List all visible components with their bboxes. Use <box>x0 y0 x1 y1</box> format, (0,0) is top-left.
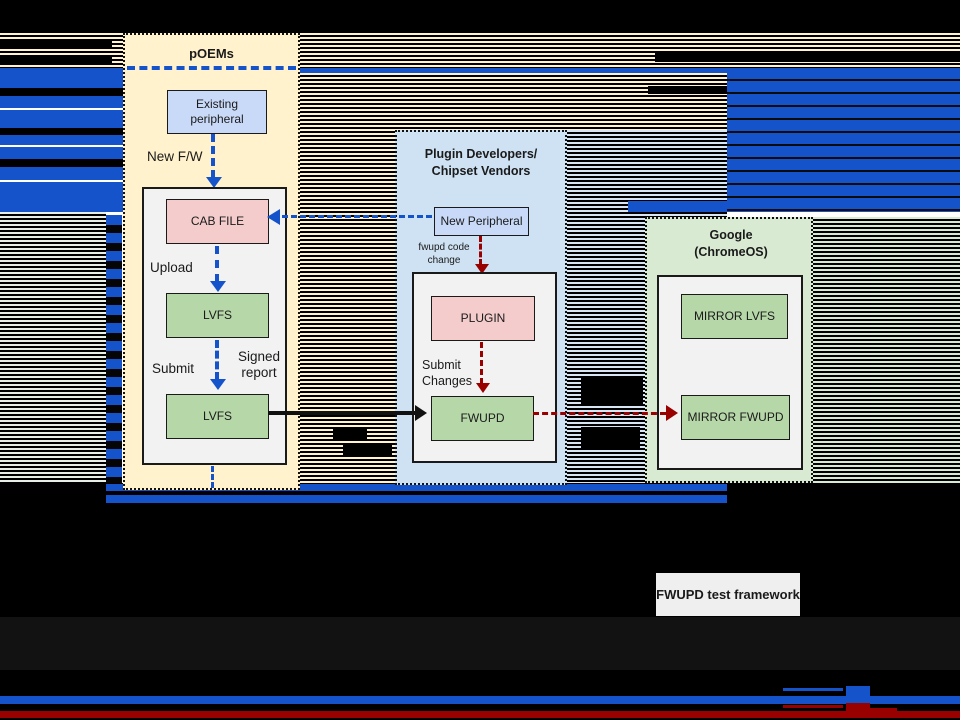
white-line <box>0 180 123 182</box>
red-square <box>846 703 870 716</box>
node-label: MIRROR LVFS <box>693 309 776 323</box>
redaction-bar <box>343 444 392 456</box>
arrow-down-icon <box>476 383 490 393</box>
blue-bar-bottom <box>0 696 960 704</box>
arrow-down-icon <box>206 177 222 188</box>
node-existing-peripheral: Existing peripheral <box>167 90 267 134</box>
node-mirror-lvfs: MIRROR LVFS <box>681 294 788 339</box>
node-lvfs-2: LVFS <box>166 394 269 439</box>
blue-column-left <box>0 73 123 212</box>
blue-line-full <box>0 68 960 73</box>
node-label: MIRROR FWUPD <box>687 410 784 424</box>
node-label: Existing peripheral <box>190 97 244 126</box>
red-bar-bottom <box>0 711 960 718</box>
node-lvfs-1: LVFS <box>166 293 269 338</box>
submit-changes-label: Submit Changes <box>422 358 473 389</box>
redaction-bar <box>333 427 367 440</box>
redaction-bar <box>581 427 640 448</box>
glitch-stripes-mid-cream <box>300 133 395 483</box>
dark-band <box>0 617 960 670</box>
plugin-panel: Plugin Developers/ Chipset Vendors New P… <box>395 130 567 485</box>
node-label: New Peripheral <box>440 214 523 228</box>
black-band-top <box>0 0 960 33</box>
arrow-line-fwupd-to-mirror <box>533 412 666 415</box>
blue-dashed-divider <box>127 66 296 70</box>
black-bar <box>0 128 123 135</box>
node-new-peripheral: New Peripheral <box>434 207 529 236</box>
arrow-right-icon <box>666 405 678 421</box>
blue-line-small <box>783 688 843 691</box>
poems-inner-box: CAB FILE Upload LVFS Submit Signed repor… <box>142 187 287 465</box>
blue-column-right <box>727 68 960 212</box>
node-label: PLUGIN <box>460 311 506 325</box>
arrow-line <box>211 134 215 178</box>
blue-bar <box>628 201 727 212</box>
blue-dashed-strip <box>106 215 122 490</box>
black-bar <box>0 159 123 167</box>
redaction-bar <box>0 57 112 65</box>
node-label: FWUPD <box>460 411 505 425</box>
node-label: LVFS <box>202 308 233 322</box>
arrow-down-icon <box>210 379 226 390</box>
arrow-right-icon <box>415 405 427 421</box>
redaction-bar <box>581 378 643 406</box>
arrow-down-icon <box>475 264 489 274</box>
white-line <box>0 108 123 110</box>
black-band-bottom <box>0 483 960 720</box>
new-fw-label: New F/W <box>147 149 203 164</box>
glitch-stripes-left <box>0 212 106 483</box>
node-cab-file: CAB FILE <box>166 199 269 244</box>
red-line-small <box>783 705 843 708</box>
blue-square <box>846 686 870 704</box>
red-line-small <box>870 708 897 711</box>
poems-panel-title: pOEMs <box>189 46 234 61</box>
node-mirror-fwupd: MIRROR FWUPD <box>681 395 790 440</box>
node-label: CAB FILE <box>190 214 245 228</box>
poems-panel: pOEMs Existing peripheral New F/W CAB FI… <box>123 33 300 490</box>
redaction-bar <box>0 40 112 48</box>
arrow-line-newperipheral-to-cabfile <box>282 215 432 218</box>
arrow-line-lvfs-to-fwupd <box>268 411 418 415</box>
arrow-line <box>215 246 219 282</box>
fwupd-test-framework-box: FWUPD test framework <box>656 573 800 616</box>
node-plugin: PLUGIN <box>431 296 535 341</box>
arrow-down-icon <box>210 281 226 292</box>
fwupd-test-framework-label: FWUPD test framework <box>656 587 800 602</box>
google-panel: Google (ChromeOS) MIRROR LVFS MIRROR FWU… <box>645 217 813 483</box>
blue-bar <box>106 495 727 503</box>
plugin-panel-title: Plugin Developers/ Chipset Vendors <box>424 147 538 178</box>
signed-report-label: Signed report <box>237 349 281 380</box>
glitch-stripes-right <box>813 217 960 483</box>
upload-label: Upload <box>150 260 193 275</box>
plugin-inner-box: PLUGIN Submit Changes FWUPD <box>412 272 557 463</box>
arrow-line <box>215 340 219 380</box>
black-bar <box>0 88 123 96</box>
arrow-left-icon <box>267 209 280 225</box>
google-inner-box: MIRROR LVFS MIRROR FWUPD <box>657 275 803 470</box>
white-line <box>0 145 123 147</box>
submit-label: Submit <box>152 361 195 376</box>
node-label: LVFS <box>202 409 233 423</box>
arrow-line <box>479 236 482 265</box>
arrow-line <box>211 466 214 488</box>
google-panel-title: Google (ChromeOS) <box>694 228 768 259</box>
node-fwupd: FWUPD <box>431 396 534 441</box>
fwupd-code-change-label: fwupd code change <box>418 242 470 266</box>
blue-bar <box>106 484 727 491</box>
redaction-bar <box>655 51 960 62</box>
arrow-line <box>480 342 483 384</box>
